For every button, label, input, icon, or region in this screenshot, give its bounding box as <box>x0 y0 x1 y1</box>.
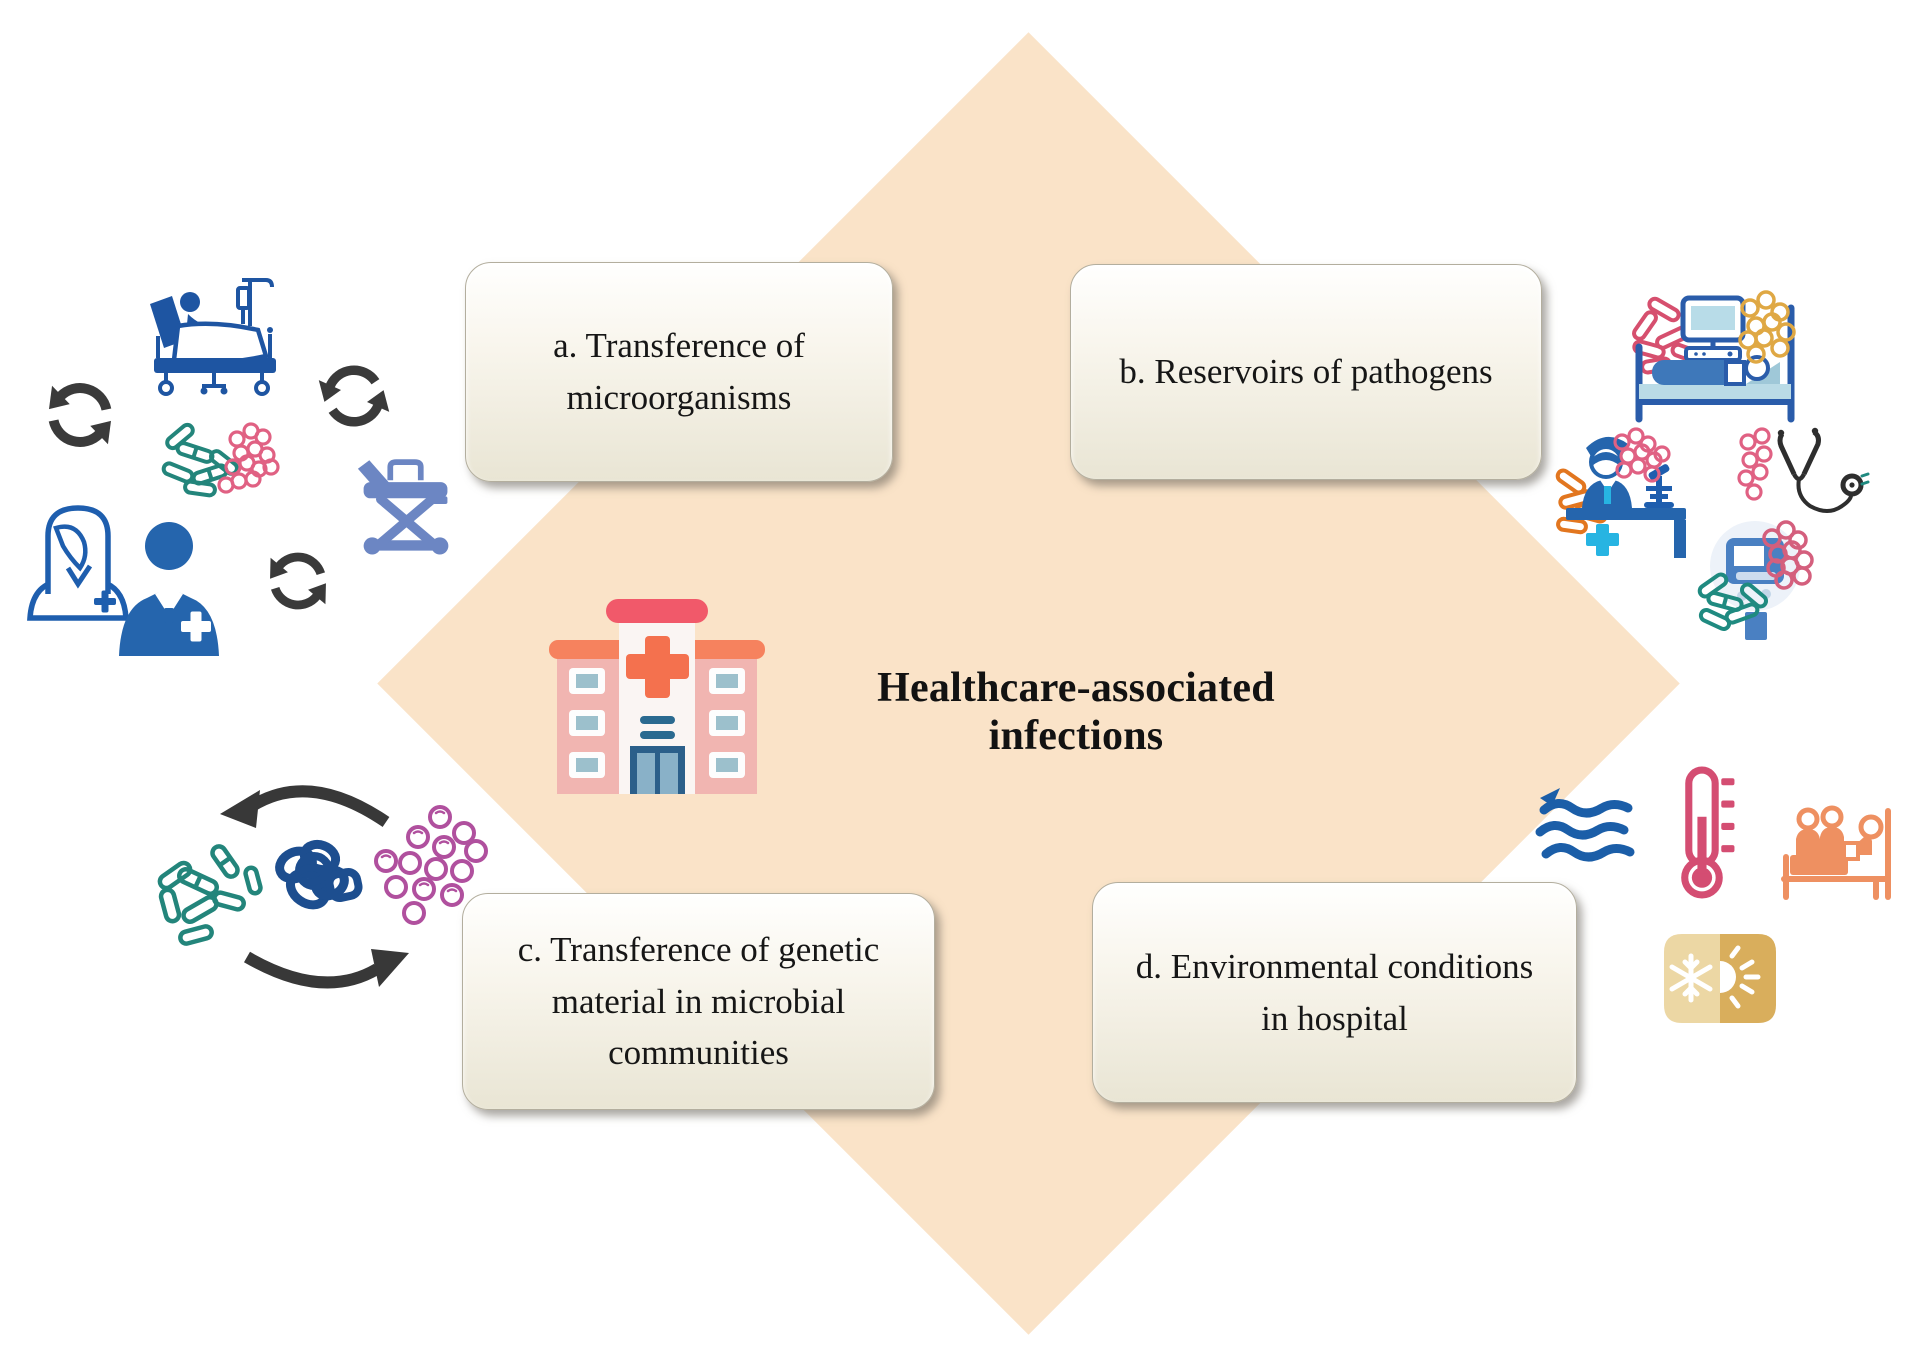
diagram-title: Healthcare-associated infections <box>877 665 1275 759</box>
exchange-arrow-bottom-icon <box>243 949 409 989</box>
stretcher-icon <box>357 459 449 555</box>
thermometer-icon <box>1681 766 1735 899</box>
hospital-building-icon <box>549 599 765 794</box>
box-b-label: b. Reservoirs of pathogens <box>1119 352 1493 392</box>
magnifier-bacteria-icon <box>1697 520 1814 640</box>
box-transference-of-microorganisms: a. Transference of microorganisms <box>465 262 893 482</box>
doctor-icon <box>119 522 219 656</box>
temperature-climate-icon <box>1664 934 1776 1023</box>
patient-bed-icon <box>150 278 276 396</box>
box-c-label: c. Transference of genetic material in m… <box>517 929 880 1073</box>
box-a-label: a. Transference of microorganisms <box>553 326 805 417</box>
hospital-bed-monitor-icon <box>1632 290 1796 423</box>
stethoscope-icon <box>1737 427 1870 513</box>
water-waves-icon <box>1535 788 1635 862</box>
box-environmental-conditions: d. Environmental conditions in hospital <box>1092 882 1577 1103</box>
cycle-arrows-icon <box>270 552 326 610</box>
rod-bacteria-icon <box>157 844 263 946</box>
nurse-icon <box>27 505 129 621</box>
cocci-bacteria-icon <box>374 805 488 925</box>
bacteria-cluster-icon <box>161 422 280 498</box>
dna-tangle-icon <box>275 839 363 910</box>
box-genetic-material: c. Transference of genetic material in m… <box>462 893 935 1110</box>
box-d-label: d. Environmental conditions in hospital <box>1135 946 1534 1038</box>
cycle-arrows-icon <box>318 365 390 427</box>
exchange-arrow-top-icon <box>220 785 390 828</box>
patient-visitors-bed-icon <box>1781 805 1891 900</box>
cycle-arrows-icon <box>48 383 112 447</box>
nurse-desk-icon <box>1555 427 1686 558</box>
box-reservoirs-of-pathogens: b. Reservoirs of pathogens <box>1070 264 1542 480</box>
